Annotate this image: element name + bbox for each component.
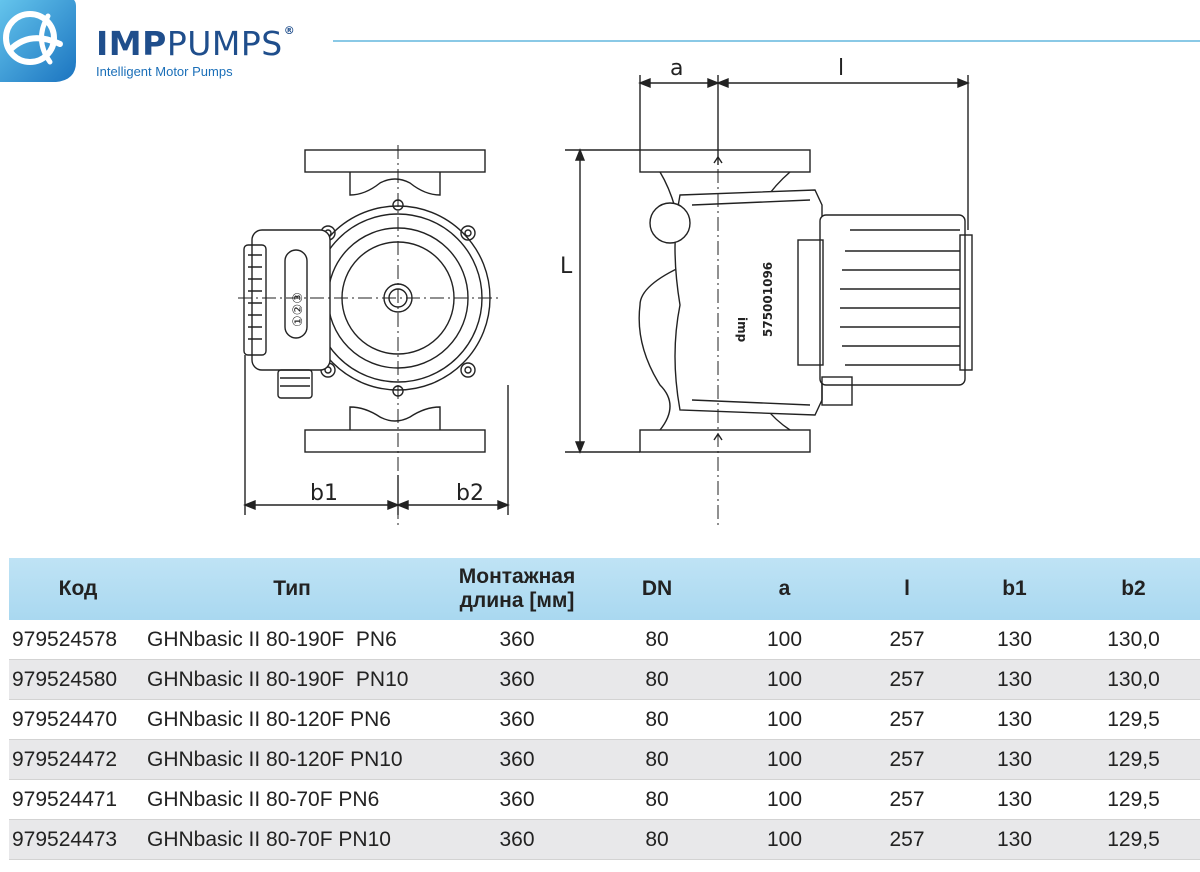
header-a: a: [717, 558, 852, 620]
cell-install-length: 360: [437, 779, 597, 820]
cell-a: 100: [717, 819, 852, 860]
pump-dimension-drawing: a l L b1 b2 ①②③ 575001096 imp: [238, 56, 973, 525]
cell-l: 257: [852, 739, 962, 780]
registered-mark: ®: [283, 24, 296, 37]
imp-logo-icon: [0, 0, 76, 82]
cell-code: 979524471: [9, 779, 147, 820]
brand-imp: IMP: [96, 24, 167, 63]
body-brand-mark: imp: [735, 317, 749, 343]
cell-install-length: 360: [437, 819, 597, 860]
dim-label-L: L: [560, 254, 573, 279]
header-b2: b2: [1067, 558, 1200, 620]
cell-b2: 130,0: [1067, 620, 1200, 660]
cell-a: 100: [717, 699, 852, 740]
cell-l: 257: [852, 699, 962, 740]
brand-name: IMPPUMPS®: [96, 24, 295, 63]
cell-b2: 129,5: [1067, 779, 1200, 820]
cell-b1: 130: [962, 699, 1067, 740]
cell-a: 100: [717, 739, 852, 780]
cell-b2: 129,5: [1067, 819, 1200, 860]
header-code: Код: [9, 558, 147, 620]
body-marking: 575001096: [761, 262, 775, 337]
cell-dn: 80: [597, 739, 717, 780]
cell-b1: 130: [962, 620, 1067, 660]
header-b1: b1: [962, 558, 1067, 620]
cell-code: 979524470: [9, 699, 147, 740]
cell-l: 257: [852, 819, 962, 860]
header-l: l: [852, 558, 962, 620]
header-type: Тип: [147, 558, 437, 620]
cell-install-length: 360: [437, 739, 597, 780]
cell-install-length: 360: [437, 699, 597, 740]
cell-dn: 80: [597, 779, 717, 820]
header-install-length: Монтажная длина [мм]: [437, 558, 597, 620]
cell-code: 979524580: [9, 659, 147, 700]
cell-code: 979524472: [9, 739, 147, 780]
cell-type: GHNbasic II 80-120F PN10: [147, 739, 437, 780]
cell-code: 979524578: [9, 620, 147, 660]
cell-b2: 129,5: [1067, 739, 1200, 780]
cell-b1: 130: [962, 659, 1067, 700]
cell-type: GHNbasic II 80-70F PN10: [147, 819, 437, 860]
cell-l: 257: [852, 659, 962, 700]
dim-label-b1: b1: [310, 481, 338, 506]
cell-a: 100: [717, 659, 852, 700]
cell-b2: 130,0: [1067, 659, 1200, 700]
cell-a: 100: [717, 779, 852, 820]
dim-label-a: a: [670, 56, 683, 81]
brand-tagline: Intelligent Motor Pumps: [96, 64, 233, 79]
cell-install-length: 360: [437, 620, 597, 660]
cell-dn: 80: [597, 699, 717, 740]
cell-dn: 80: [597, 620, 717, 660]
brand-pumps: PUMPS: [166, 24, 283, 63]
header-dn: DN: [597, 558, 717, 620]
cell-b1: 130: [962, 819, 1067, 860]
dim-label-l: l: [838, 56, 844, 81]
brand-logo: IMPPUMPS® Intelligent Motor Pumps: [0, 0, 300, 90]
cell-type: GHNbasic II 80-190F PN6: [147, 620, 437, 660]
header-rule: [333, 40, 1200, 42]
dim-label-b2: b2: [456, 481, 484, 506]
cell-code: 979524473: [9, 819, 147, 860]
cell-l: 257: [852, 779, 962, 820]
cell-dn: 80: [597, 819, 717, 860]
cell-type: GHNbasic II 80-120F PN6: [147, 699, 437, 740]
cell-a: 100: [717, 620, 852, 660]
cell-b1: 130: [962, 739, 1067, 780]
cell-b2: 129,5: [1067, 699, 1200, 740]
cell-l: 257: [852, 620, 962, 660]
speed-selector-marks: ①②③: [291, 292, 306, 327]
cell-b1: 130: [962, 779, 1067, 820]
cell-type: GHNbasic II 80-70F PN6: [147, 779, 437, 820]
cell-type: GHNbasic II 80-190F PN10: [147, 659, 437, 700]
cell-install-length: 360: [437, 659, 597, 700]
cell-dn: 80: [597, 659, 717, 700]
